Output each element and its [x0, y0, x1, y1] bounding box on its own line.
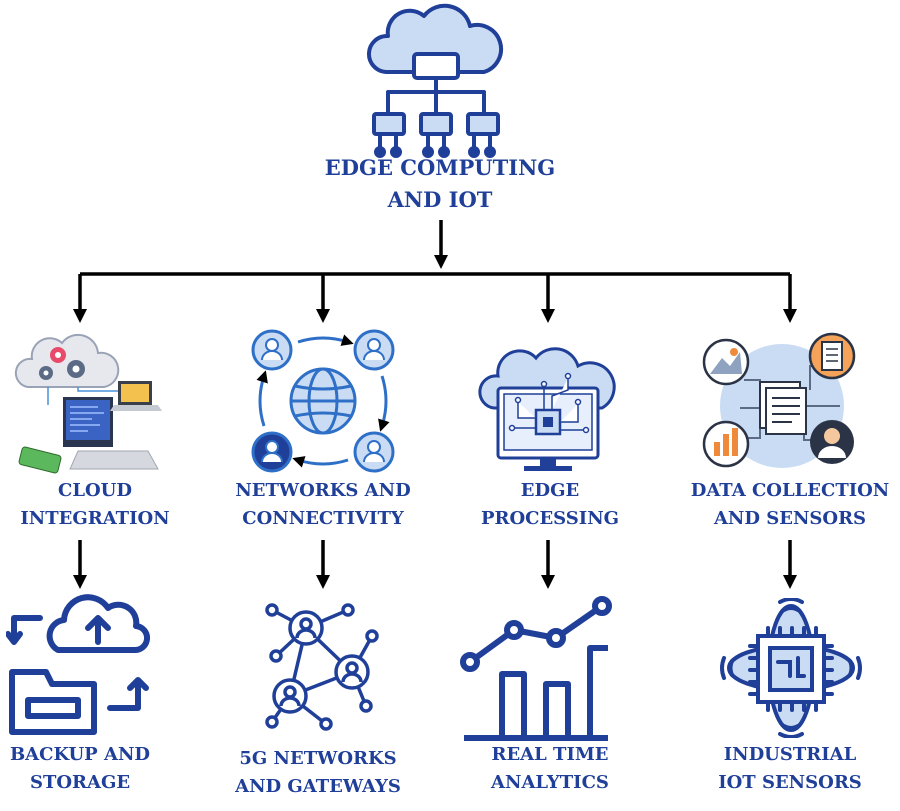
category-label-line1: EDGE: [520, 480, 580, 501]
leaf-label-analytics: REAL TIME ANALYTICS: [450, 741, 650, 797]
leaf-label-line1: REAL TIME: [491, 744, 609, 765]
analytics-chart-icon: [460, 596, 612, 741]
network-nodes-icon: [265, 603, 379, 731]
iot-sensor-chip-icon: [720, 598, 862, 738]
leaf-label-line1: 5G NETWORKS: [239, 748, 397, 769]
category-label-networks: NETWORKS AND CONNECTIVITY: [213, 477, 433, 533]
category-label-line1: CLOUD: [58, 480, 132, 501]
category-label-line2: INTEGRATION: [20, 508, 170, 529]
root-label-line1: EDGE COMPUTING: [324, 155, 556, 180]
leaf-label-line1: BACKUP AND: [9, 744, 151, 765]
category-label-line1: DATA COLLECTION: [690, 480, 890, 501]
leaf-label-5g: 5G NETWORKS AND GATEWAYS: [218, 745, 418, 801]
leaf-label-line2: IOT SENSORS: [718, 772, 862, 793]
leaf-label-line2: STORAGE: [29, 772, 131, 793]
category-label-line2: PROCESSING: [480, 508, 620, 529]
category-label-line2: AND SENSORS: [713, 508, 867, 529]
cloud-backup-folder-icon: [6, 594, 150, 735]
leaf-label-line1: INDUSTRIAL: [723, 744, 857, 765]
data-collection-icon: [702, 332, 856, 468]
leaf-label-iot: INDUSTRIAL IOT SENSORS: [690, 741, 890, 797]
leaf-label-line2: ANALYTICS: [491, 772, 609, 793]
category-label-edge: EDGE PROCESSING: [460, 477, 640, 533]
category-label-line2: CONNECTIVITY: [242, 508, 404, 529]
root-label-line2: AND IOT: [387, 187, 493, 212]
leaf-label-line2: AND GATEWAYS: [235, 776, 401, 797]
category-label-cloud: CLOUD INTEGRATION: [0, 477, 190, 533]
root-label: EDGE COMPUTING AND IOT: [290, 152, 590, 216]
category-label-line1: NETWORKS AND: [235, 480, 411, 501]
category-label-data: DATA COLLECTION AND SENSORS: [680, 477, 900, 533]
leaf-label-backup: BACKUP AND STORAGE: [0, 741, 160, 797]
cloud-integration-icon: [14, 333, 162, 474]
network-globe-icon: [251, 329, 395, 473]
cloud-chip-monitor-icon: [478, 347, 616, 471]
edge-cloud-server-icon: [366, 3, 504, 158]
